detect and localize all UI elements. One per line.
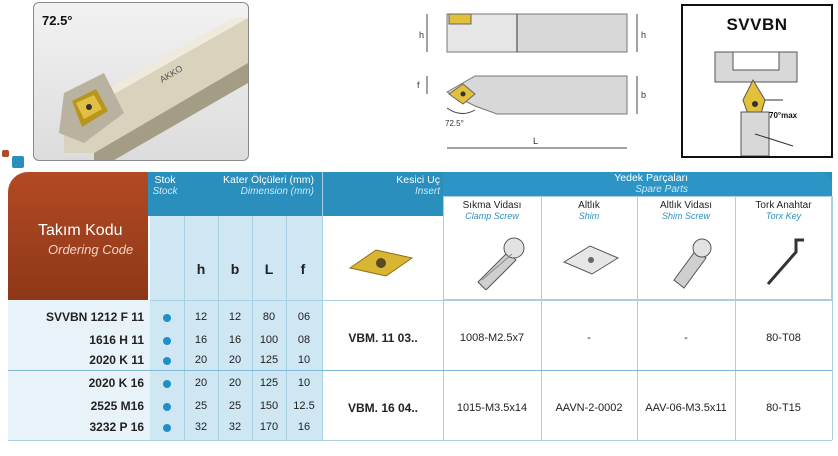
insert-value: VBM. 11 03.. — [348, 331, 418, 345]
grid-line — [252, 216, 253, 440]
stock-dot — [163, 403, 171, 411]
spare-parts-band — [443, 172, 832, 196]
insert-value: VBM. 16 04.. — [347, 401, 419, 415]
dim-b: b — [641, 90, 646, 100]
cell-L: 125 — [259, 354, 279, 366]
cell-h: 12 — [194, 311, 208, 323]
row-code: 3232 P 16 — [89, 420, 145, 434]
grid-line — [184, 216, 185, 440]
shim-screw-value: - — [684, 332, 688, 344]
dim-col-L: L — [264, 261, 274, 277]
grid-line — [735, 196, 736, 440]
dim-L: L — [533, 136, 538, 146]
grid-line — [832, 196, 833, 440]
dim-col-f: f — [300, 261, 306, 277]
grid-line — [541, 196, 542, 440]
cell-f: 12.5 — [293, 400, 315, 412]
cell-f: 10 — [297, 377, 311, 389]
cell-h: 20 — [194, 354, 208, 366]
clamp-screw-value: 1015-M3.5x14 — [456, 402, 528, 414]
cell-b: 20 — [228, 377, 242, 389]
grid-line — [322, 172, 323, 440]
shim-screw-value: AAV-06-M3.5x11 — [645, 402, 727, 414]
ordering-code-block: Takım Kodu Ordering Code — [8, 172, 148, 300]
cell-b: 16 — [228, 334, 242, 346]
geometry-sketch: SVVBN 70°max — [681, 4, 833, 158]
dim-f: f — [417, 80, 420, 90]
row-code: 2020 K 11 — [89, 353, 144, 367]
grid-line — [286, 216, 287, 440]
cell-L: 170 — [259, 421, 279, 433]
insert-geometry-drawing: 70°max — [714, 51, 798, 156]
stock-header: Stok Stock — [152, 174, 178, 197]
dim-h-right: h — [641, 30, 646, 40]
cell-L: 100 — [259, 334, 279, 346]
grid-line — [637, 196, 638, 440]
insert-header: Kesici Uç Insert — [396, 174, 440, 197]
cell-L: 150 — [259, 400, 279, 412]
grid-line — [218, 216, 219, 440]
clamp-screw-value: 1008-M2.5x7 — [459, 332, 525, 344]
clamp-screw-header: Sıkma Vidası Clamp Screw — [462, 200, 522, 221]
cell-h: 32 — [194, 421, 208, 433]
shim-icon — [562, 245, 620, 275]
shim-value: - — [587, 332, 591, 344]
cell-h: 20 — [194, 377, 208, 389]
dimension-header: Kater Ölçüleri (mm) Dimension (mm) — [222, 174, 314, 197]
cell-b: 20 — [228, 354, 242, 366]
grid-line — [443, 196, 444, 440]
stock-dot — [163, 380, 171, 388]
cell-f: 06 — [297, 311, 311, 323]
sketch-max-angle: 70°max — [769, 111, 798, 120]
group-divider — [8, 370, 832, 371]
dim-col-b: b — [230, 261, 240, 277]
grid-line — [8, 440, 832, 441]
sketch-title: SVVBN — [726, 15, 788, 34]
dim-h-left: h — [419, 30, 424, 40]
torx-key-header: Tork Anahtar Torx Key — [755, 200, 812, 221]
shim-value: AAVN-2-0002 — [555, 402, 623, 414]
stock-dot — [163, 357, 171, 365]
corner-marker — [2, 150, 9, 157]
cell-f: 08 — [297, 334, 311, 346]
dim-angle: 72.5° — [445, 119, 464, 128]
row-code: 2020 K 16 — [88, 376, 144, 390]
row-code: SVVBN 1212 F 11 — [45, 310, 144, 324]
cell-b: 32 — [228, 421, 242, 433]
shim-screw-header: Altlık Vidası Shim Screw — [659, 200, 713, 221]
cell-b: 12 — [228, 311, 242, 323]
cell-L: 125 — [259, 377, 279, 389]
torx-key-value: 80-T15 — [766, 402, 801, 414]
cell-b: 25 — [228, 400, 242, 412]
stock-dot — [163, 424, 171, 432]
cell-L: 80 — [262, 311, 276, 323]
clamp-screw-icon — [477, 237, 525, 290]
shim-screw-icon — [673, 238, 712, 289]
cell-h: 16 — [194, 334, 208, 346]
ordering-code-subtitle: Ordering Code — [48, 242, 134, 257]
shim-header: Altlık Shim — [578, 200, 600, 221]
table-tab — [12, 156, 24, 168]
photo-angle-label: 72.5° — [42, 13, 73, 28]
stock-dot — [163, 314, 171, 322]
tool-holder-image: AKKO — [59, 18, 248, 160]
product-table: Takım Kodu Ordering Code Stok Stock Kate… — [2, 150, 838, 456]
cell-f: 16 — [297, 421, 311, 433]
grid-line — [150, 300, 832, 301]
row-code: 1616 H 11 — [89, 333, 144, 347]
cell-h: 25 — [194, 400, 208, 412]
spare-parts-header: Yedek Parçaları Spare Parts — [614, 172, 688, 195]
tool-photo: AKKO 72.5° — [33, 2, 249, 161]
cell-f: 10 — [297, 354, 311, 366]
stock-dot — [163, 337, 171, 345]
dim-header-body — [150, 216, 322, 300]
row-code: 2525 M16 — [90, 399, 144, 413]
dimension-drawing: h h f b 72.5° L — [417, 13, 646, 149]
technical-drawing: h h f b 72.5° L — [405, 2, 665, 158]
ordering-code-title: Takım Kodu — [38, 222, 123, 239]
dim-col-h: h — [196, 261, 206, 277]
torx-key-value: 80-T08 — [766, 332, 801, 344]
torx-key-icon — [766, 238, 804, 285]
insert-icon — [348, 249, 414, 277]
